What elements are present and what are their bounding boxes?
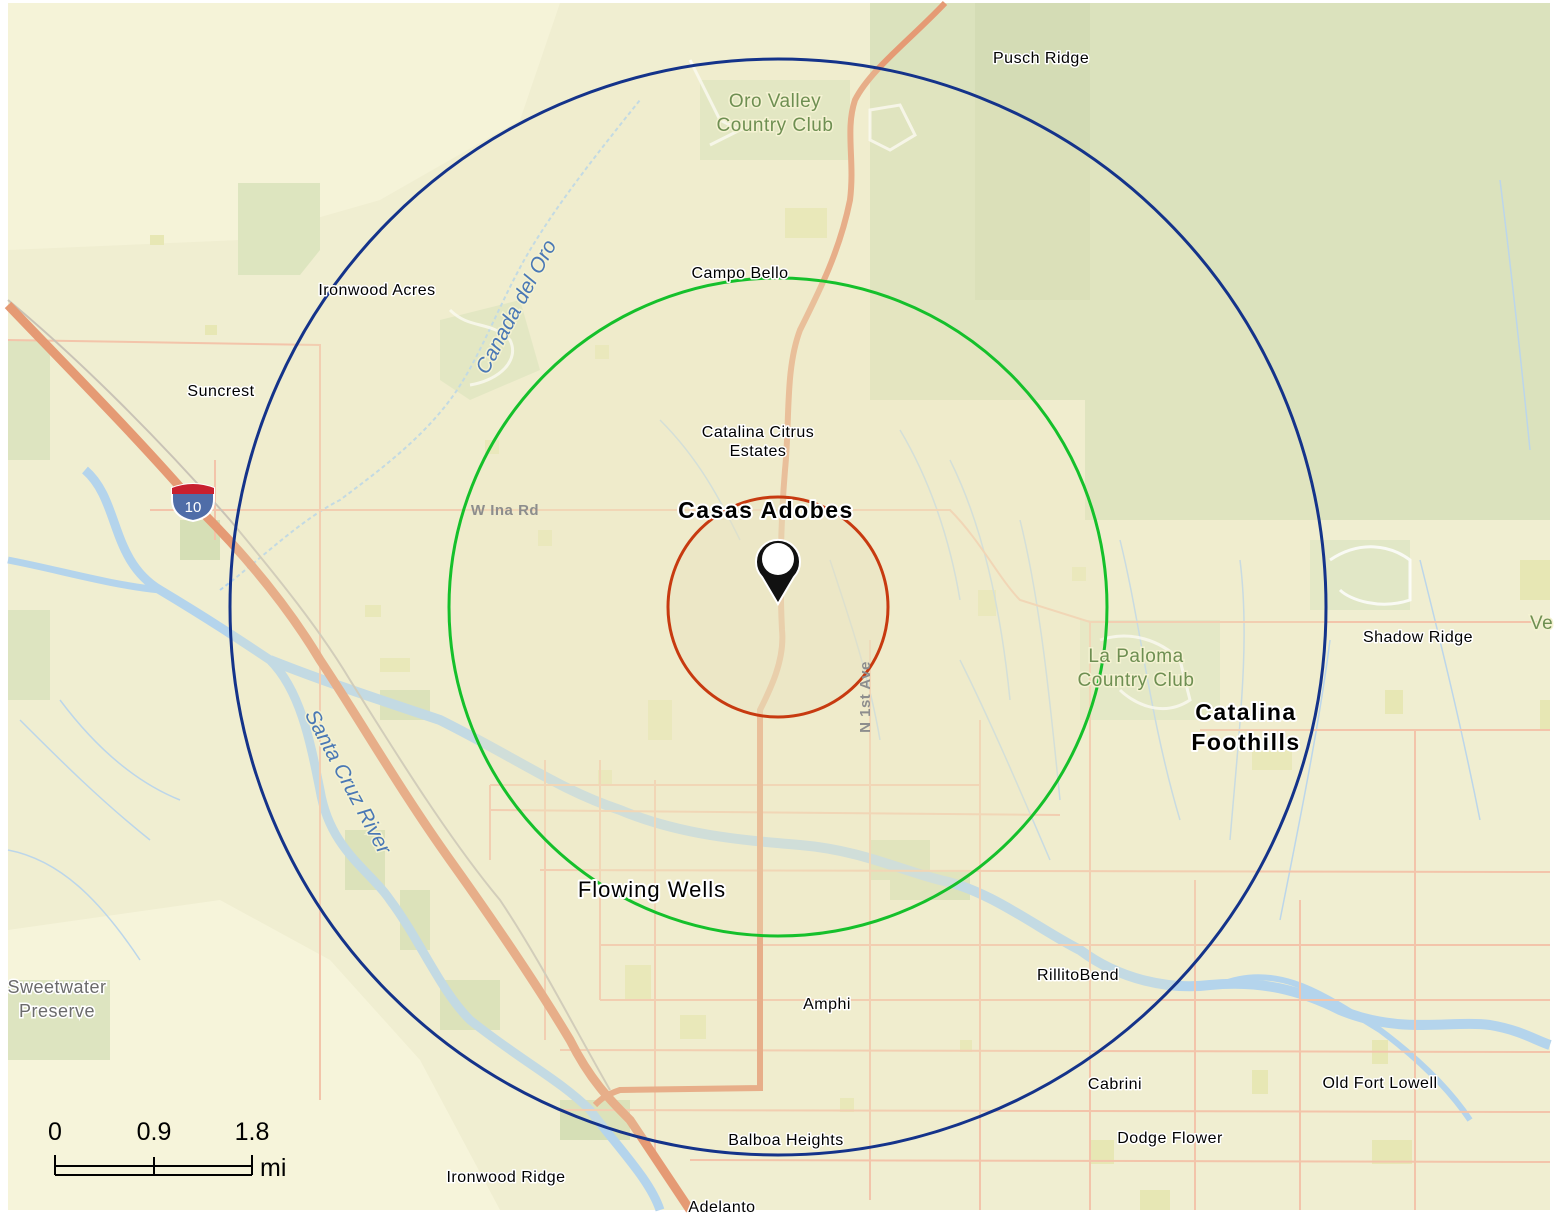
ring-inner[interactable] (666, 495, 890, 719)
label-old-fort-lowell: Old Fort Lowell (1322, 1075, 1437, 1092)
ring-middle[interactable] (447, 276, 1109, 938)
label-balboa-heights: Balboa Heights (728, 1132, 844, 1149)
label-pusch-ridge: Pusch Ridge (993, 50, 1089, 67)
land-light-area (8, 900, 500, 1210)
label-rillitobend: RillitoBend (1037, 967, 1119, 984)
arterial-roads (7, 339, 1551, 1210)
label-shadow-ridge: Shadow Ridge (1363, 629, 1473, 646)
label-catalina-foothills-1: Catalina (1195, 699, 1296, 725)
location-pin-icon[interactable] (755, 538, 801, 606)
label-catalina-citrus-2: Estates (730, 443, 787, 460)
label-ve: Ve (1530, 613, 1553, 634)
label-cabrini: Cabrini (1088, 1076, 1142, 1093)
park-area (238, 183, 320, 275)
label-sweetwater-2: Preserve (19, 1001, 95, 1021)
park-area (8, 980, 110, 1060)
park-area (440, 300, 540, 400)
oracle-road (592, 0, 948, 1108)
label-flowing-wells: Flowing Wells (578, 877, 726, 902)
small-park-patches (150, 208, 1550, 1210)
label-sweetwater-1: Sweetwater (7, 977, 106, 997)
label-oro-valley-2: Country Club (717, 115, 834, 136)
mountain-park-area (975, 3, 1090, 300)
scale-bar: 0 0.9 1.8 mi (48, 1118, 286, 1182)
interstate-10-shield-icon: 10 (171, 483, 215, 523)
land-light-area (8, 3, 560, 250)
label-w-ina-rd: W Ina Rd (471, 502, 539, 519)
interstate-shield-number: 10 (185, 499, 202, 516)
park-area (700, 80, 850, 160)
label-dodge-flower: Dodge Flower (1117, 1130, 1223, 1147)
label-suncrest: Suncrest (187, 383, 254, 400)
railway (7, 299, 611, 1091)
rillito-river (268, 655, 1552, 1050)
golf-course-outlines (448, 59, 1412, 711)
santa-cruz-river-branch (7, 556, 161, 594)
label-la-paloma-2: Country Club (1078, 670, 1195, 691)
label-amphi: Amphi (803, 996, 851, 1013)
label-ironwood-ridge: Ironwood Ridge (446, 1169, 565, 1186)
scale-tick-0: 0 (48, 1118, 62, 1146)
scale-unit: mi (260, 1154, 286, 1182)
label-catalina-foothills-2: Foothills (1191, 729, 1300, 755)
park-area (8, 340, 50, 460)
label-n-1st-ave: N 1st Ave (857, 661, 874, 733)
label-ironwood-acres: Ironwood Acres (318, 282, 435, 299)
scale-tick-1-8: 1.8 (235, 1118, 270, 1146)
label-adelanto: Adelanto (688, 1199, 755, 1213)
tanque-verde-branch (1218, 974, 1473, 1122)
label-la-paloma-1: La Paloma (1088, 646, 1183, 667)
park-area (1080, 620, 1220, 720)
label-casas-adobes: Casas Adobes (678, 497, 854, 523)
washes (7, 179, 1531, 961)
label-oro-valley-1: Oro Valley (729, 91, 821, 112)
label-catalina-citrus-1: Catalina Citrus (702, 424, 814, 441)
santa-cruz-river (81, 466, 665, 1212)
scale-tick-0-9: 0.9 (137, 1118, 172, 1146)
ring-outer[interactable] (228, 57, 1328, 1157)
park-area (8, 610, 50, 700)
label-campo-bello: Campo Bello (691, 265, 788, 282)
